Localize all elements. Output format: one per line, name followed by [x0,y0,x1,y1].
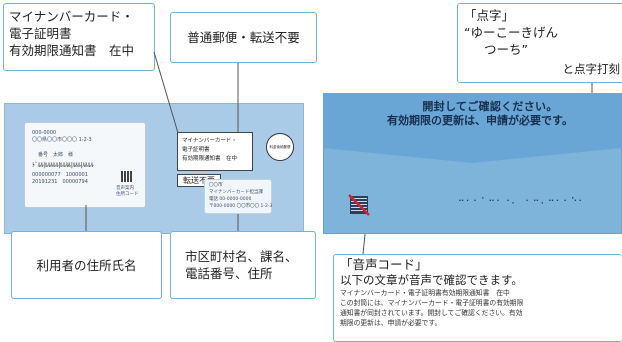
voice-code-body-2: この封筒には、マイナンバーカード・電子証明書の有効期限 [340,299,524,307]
stamp-line-1: マイナンバーカード・ [182,138,237,144]
callout-mail-type: 普通郵便・転送不要 [170,12,317,63]
postage-circle-label: 料金後納郵便 [269,144,291,149]
callout-braille-line-4: と点字打刻 [562,62,621,76]
callout-mail-type-label: 普通郵便・転送不要 [187,30,300,45]
stamp-line-2: 電子証明書 [182,147,210,153]
callout-content-line-2: 電子証明書 [9,26,72,41]
callout-braille-line-1: 「点字」 [464,8,515,23]
sender-line-2: マイナンバーカード担当課 [209,190,263,195]
content-stamp-box [177,132,253,171]
callout-content-line-1: マイナンバーカード・ [9,9,134,24]
callout-sender: 市区町村名、課名、 電話番号、住所 [170,231,316,299]
callout-sender-line-2: 電話番号、住所 [185,266,273,281]
callout-content-line-3: 有効期限通知書 在中 [9,43,135,58]
postage-circle: 料金後納郵便 [266,133,294,161]
voice-code-title: 「音声コード」 [340,257,428,272]
window-postal: 000-0000 [32,130,57,136]
voice-code-strike-icon [348,194,370,216]
callout-content-notice: マイナンバーカード・ 電子証明書 有効期限通知書 在中 [3,3,155,71]
sender-box [204,179,272,214]
callout-recipient-label: 利用者の住所氏名 [36,257,137,273]
window-barcode: ﾄﾞﾙﾙ|ﾙﾙﾙﾙﾙ|ﾙﾙﾙﾙ|ﾙﾙﾙ|ﾙﾙﾙﾙ [32,162,94,169]
stamp-line-3: 有効期限通知書 在中 [182,156,238,162]
window-qr-label: 音声案内 住所コード [116,186,139,197]
sender-line-4: 〒000-0000 〇〇市〇〇 1-2-3 [209,204,273,209]
address-window [24,122,146,208]
voice-code-body-3: 通知書が同封されています。開封してご確認ください。有効 [340,309,523,317]
window-address: 〇〇県〇〇市〇〇〇 1-2-3 [32,137,92,143]
voice-code-body-4: 期限の更新は、申請が必要です。 [340,319,442,327]
callout-braille: 「点字」 “ゆーこーきげん つーち” と点字打刻 [457,3,622,83]
window-qr-code [121,171,132,182]
window-number-b: 20191231 00000794 [32,179,88,185]
window-number-a: 000000077 1000001 [32,172,88,178]
sender-line-3: 電話 00-0000-0000 [209,197,252,202]
callout-voice-code: 「音声コード」 以下の文章が音声で確認できます。 マイナンバーカード・電子証明書… [333,254,622,342]
braille-dots: ⠒⠂⠂⠁⠒⠂⠐⠄ ⠂⠒⠄⠒⠂⠂⠑⠂ [458,197,586,207]
callout-recipient: 利用者の住所氏名 [11,231,162,299]
callout-sender-line-1: 市区町村名、課名、 [185,249,298,264]
window-name: 番号 太郎 様 [38,152,74,158]
envelope-banner-line-2: 有効期限の更新は、申請が必要です。 [387,114,573,127]
sender-line-1: 〇〇市 [209,183,223,188]
voice-code-body-1: マイナンバーカード・電子証明書有効期限通知書 在中 [340,289,510,297]
voice-code-subtitle: 以下の文章が音声で確認できます。 [340,273,523,287]
envelope-banner-line-1: 開封してご確認ください。 [422,100,558,113]
callout-braille-line-2: “ゆーこーきげん [464,25,558,40]
transfer-label: 転送不要 [183,176,215,185]
envelope-flap [323,93,622,163]
callout-braille-line-3: つーち” [484,42,528,57]
